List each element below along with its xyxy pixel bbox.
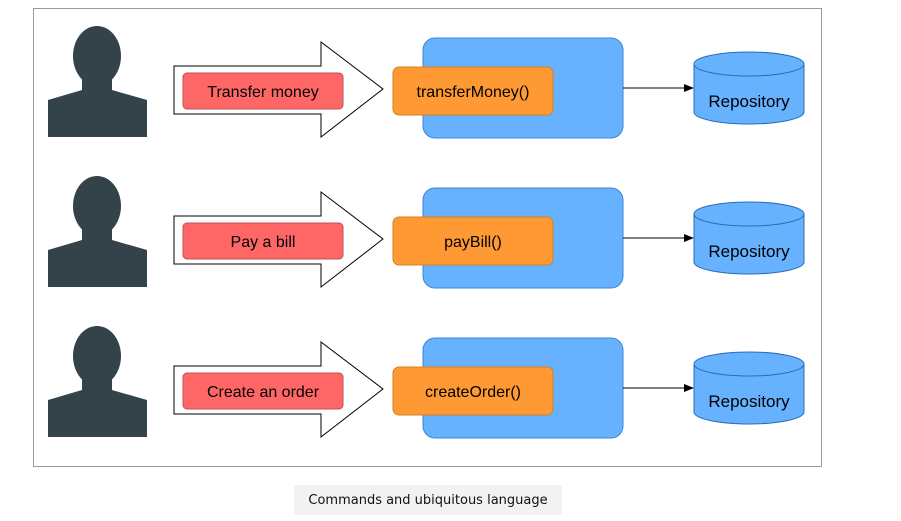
command-row-pay-a-bill: Pay a bill payBill() Repository — [48, 176, 805, 289]
repository-label: Repository — [708, 242, 790, 261]
method-label: transferMoney() — [417, 84, 530, 101]
command-row-create-an-order: Create an order createOrder() Repository — [48, 326, 805, 439]
method-box — [392, 216, 554, 266]
method-label: createOrder() — [425, 384, 521, 401]
user-silhouette-icon — [48, 326, 147, 437]
figure-caption: Commands and ubiquitous language — [294, 485, 562, 515]
command-box — [182, 72, 344, 110]
command-label: Create an order — [207, 384, 320, 401]
command-box — [182, 372, 344, 410]
command-label: Transfer money — [207, 84, 318, 101]
command-box — [182, 222, 344, 260]
method-label: payBill() — [444, 234, 502, 251]
command-row-transfer-money: Transfer money transferMoney() Repositor… — [48, 26, 805, 139]
database-cylinder-icon — [693, 51, 805, 125]
command-label: Pay a bill — [231, 234, 296, 251]
database-cylinder-icon — [693, 201, 805, 275]
method-box — [392, 66, 554, 116]
user-silhouette-icon — [48, 26, 147, 137]
method-box — [392, 366, 554, 416]
user-silhouette-icon — [48, 176, 147, 287]
repository-label: Repository — [708, 92, 790, 111]
database-cylinder-icon — [693, 351, 805, 425]
repository-label: Repository — [708, 392, 790, 411]
